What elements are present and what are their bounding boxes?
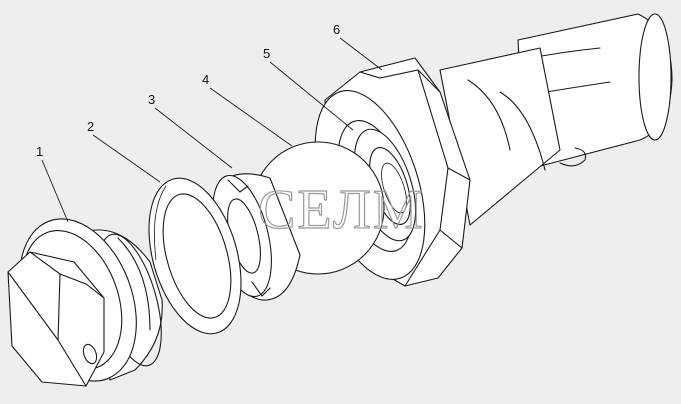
watermark-text: СЕЛМ (258, 179, 425, 241)
callout-2: 2 (87, 119, 94, 134)
part-2-washer (148, 177, 242, 335)
leader-lines (41, 37, 383, 223)
callout-6: 6 (333, 22, 340, 37)
callout-3: 3 (148, 92, 155, 107)
part-1-plug-bolt (7, 218, 163, 387)
callout-4: 4 (202, 72, 209, 87)
callout-5: 5 (263, 46, 270, 61)
callout-1: 1 (36, 144, 43, 159)
